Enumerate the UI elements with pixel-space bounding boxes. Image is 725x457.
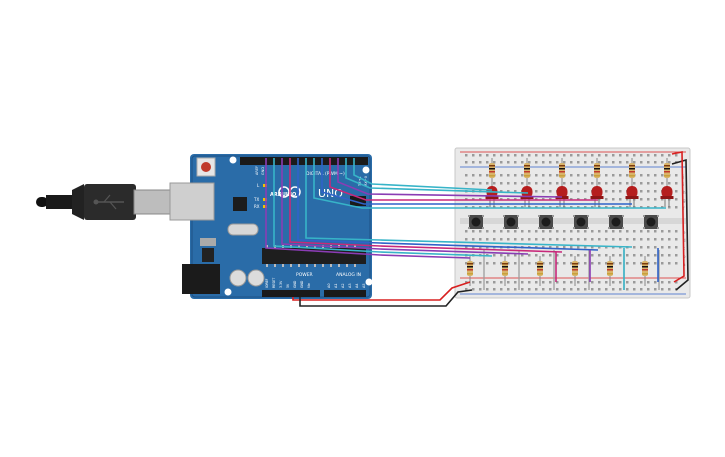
pin-label-a2: A2 (341, 283, 345, 288)
pin-label-vin: Vin (307, 283, 311, 288)
wire-gnd[interactable] (299, 289, 473, 307)
pushbutton-6[interactable] (643, 215, 659, 229)
wire-button-6[interactable] (265, 158, 471, 259)
analog-label: ANALOG IN (336, 272, 361, 278)
row-letter-g: g (683, 198, 686, 203)
breadboard-components[interactable] (467, 158, 674, 290)
wire-rail-bridge-5v[interactable] (671, 151, 685, 283)
wire-led-5[interactable] (321, 158, 632, 205)
led-6[interactable] (660, 186, 674, 207)
aref-label: AREF (255, 166, 259, 175)
pushbutton-5[interactable] (608, 215, 624, 229)
pin-label-5v: 5V (286, 283, 290, 288)
row-letter-d: d (683, 238, 686, 243)
wires[interactable] (265, 151, 689, 307)
pin-label-a5: A5 (362, 283, 366, 288)
wire-button-2[interactable] (297, 158, 599, 251)
resistor-bottom-4[interactable] (572, 256, 578, 286)
wire-5v[interactable] (292, 281, 471, 301)
pushbutton-1[interactable] (468, 215, 484, 229)
analog-header[interactable] (324, 290, 366, 297)
reset-button-cap[interactable] (201, 162, 211, 172)
resistor-bottom-1[interactable] (467, 256, 473, 286)
resistor-top-5[interactable] (629, 158, 635, 188)
row-letter-f: f (683, 206, 685, 211)
resistor-top-3[interactable] (559, 158, 565, 188)
resistor-top-1[interactable] (489, 158, 495, 188)
pin-label-gnd-1: GND (293, 280, 297, 288)
usb-cable[interactable] (36, 184, 171, 220)
pin-label-3v3: 3.3V (279, 280, 283, 288)
pin-label-gnd-2: GND (300, 280, 304, 288)
led-3[interactable] (555, 186, 569, 207)
tx-pin-label: TX→1 (358, 176, 362, 187)
wire-button-1[interactable] (305, 158, 633, 248)
gnd-label: GND (261, 167, 265, 175)
pin-label-reset: RESET (272, 278, 276, 288)
power-header[interactable] (262, 290, 320, 297)
led-label-tx: TX (253, 197, 259, 202)
wire-led-4[interactable] (329, 158, 598, 201)
wire-button-3[interactable] (289, 158, 563, 253)
led-4[interactable] (590, 186, 604, 207)
row-letter-i: i (683, 182, 684, 187)
led-label-rx: RX (254, 204, 260, 209)
pushbutton-2[interactable] (503, 215, 519, 229)
resistor-top-4[interactable] (594, 158, 600, 188)
pin-label-a4: A4 (355, 283, 359, 288)
wire-rail-bridge-gnd[interactable] (671, 158, 689, 291)
pin-label-ioref: IOREF (265, 278, 269, 288)
row-letter-b: b (683, 254, 686, 259)
resistor-bottom-6[interactable] (642, 256, 648, 286)
digital-header[interactable] (240, 157, 368, 165)
pin-label-a1: A1 (334, 283, 338, 288)
power-label: POWER (296, 272, 313, 278)
wire-led-6[interactable] (313, 158, 666, 209)
pin-label-a3: A3 (348, 283, 352, 288)
digital-label: DIGITAL (PWM ~) (306, 171, 345, 177)
usb-chip (233, 197, 247, 211)
resistor-bottom-5[interactable] (607, 256, 613, 286)
arduino-uno-board[interactable]: UNO ARDUINO DIGITAL (PWM ~) ANALOG IN PO… (169, 154, 373, 299)
led-label-l: L (257, 183, 260, 188)
brand-label: ARDUINO (270, 192, 296, 198)
wire-led-3[interactable] (337, 158, 563, 198)
resistor-top-6[interactable] (664, 158, 670, 188)
resistor-bottom-2[interactable] (502, 256, 508, 286)
pin-label-a0: A0 (327, 283, 331, 288)
dc-power-jack (182, 264, 220, 294)
wire-led-2[interactable] (345, 158, 529, 194)
pushbutton-3[interactable] (538, 215, 554, 229)
wire-button-4[interactable] (281, 158, 529, 255)
wire-led-1[interactable] (353, 158, 493, 191)
row-letter-h: h (683, 190, 686, 195)
resistor-bottom-3[interactable] (537, 256, 543, 286)
wire-button-5[interactable] (273, 158, 493, 257)
led-5[interactable] (625, 186, 639, 207)
row-letter-e: e (683, 230, 686, 235)
resistor-top-2[interactable] (524, 158, 530, 188)
usb-port (169, 182, 215, 221)
pushbutton-4[interactable] (573, 215, 589, 229)
usb-logo-icon (93, 194, 124, 210)
